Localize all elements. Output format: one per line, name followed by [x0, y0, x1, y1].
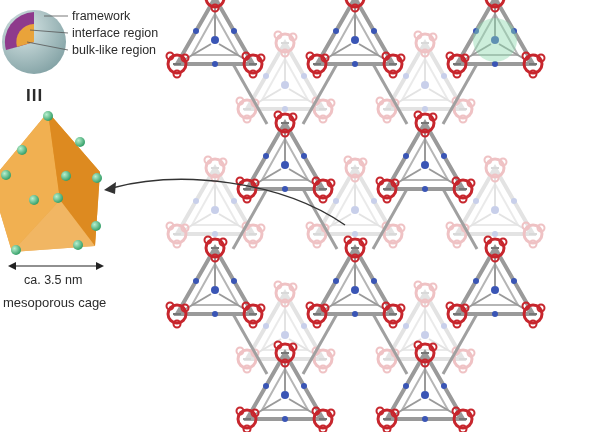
equivalence-mark: III	[26, 86, 43, 106]
framework-linkers	[233, 64, 477, 374]
dimension-arrow	[14, 265, 98, 266]
framework-units	[167, 0, 545, 432]
cage-polyhedron	[0, 111, 102, 255]
layer-label: bulk-like region	[72, 43, 156, 57]
layer-label: framework	[72, 9, 130, 23]
layer-label: interface region	[72, 26, 158, 40]
sphere-model	[2, 10, 68, 74]
arrow-head	[104, 182, 116, 194]
dimension-label: ca. 3.5 nm	[24, 273, 82, 287]
framework-back-layer	[167, 32, 545, 373]
pointer-arrow	[112, 180, 345, 225]
cage-label: mesoporous cage	[3, 296, 106, 311]
highlight-circle	[473, 18, 517, 62]
